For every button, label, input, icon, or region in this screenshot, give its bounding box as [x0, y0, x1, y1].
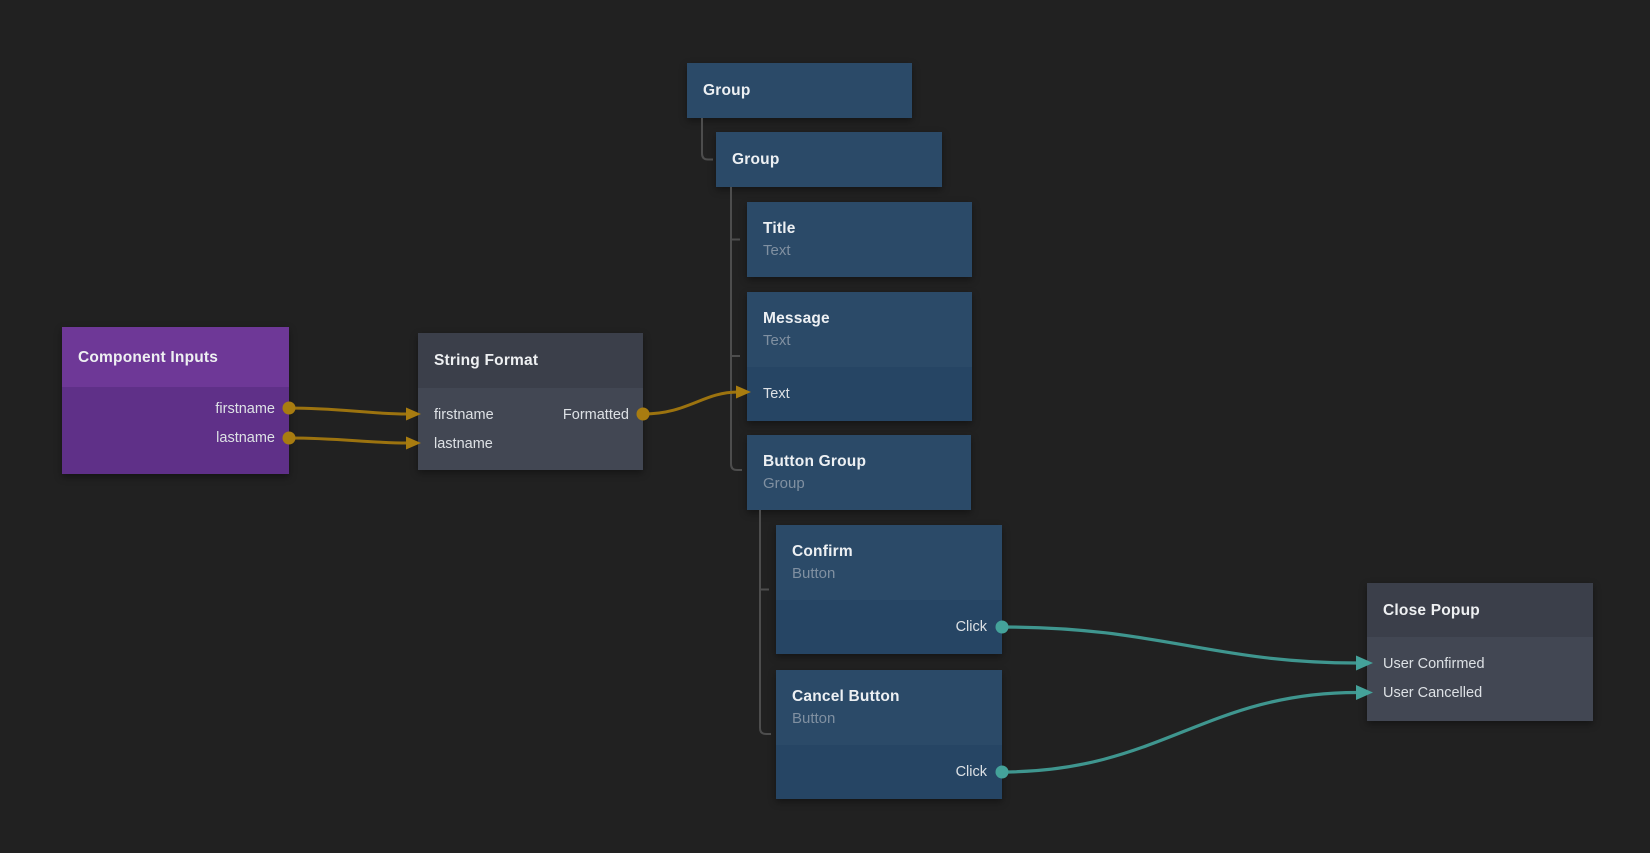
- tree-line-group1-group2: [701, 118, 713, 161]
- node-title: Button Group: [763, 453, 867, 470]
- output-port-click[interactable]: Click: [776, 745, 1002, 799]
- node-confirm-button[interactable]: Confirm Button Click: [776, 525, 1002, 654]
- input-port-user-confirmed[interactable]: User Confirmed: [1367, 649, 1593, 678]
- node-subtitle: Text: [763, 332, 791, 349]
- node-subtitle: Text: [763, 242, 791, 259]
- port-label: User Cancelled: [1383, 684, 1483, 701]
- node-title: Confirm: [792, 543, 853, 560]
- node-button-group[interactable]: Button Group Group: [747, 435, 971, 510]
- output-port-click[interactable]: Click: [776, 600, 1002, 654]
- port-label: User Confirmed: [1383, 655, 1485, 672]
- node-title: Group: [732, 151, 780, 168]
- node-title-text[interactable]: Title Text: [747, 202, 972, 277]
- node-title: String Format: [434, 352, 539, 369]
- wire-formatted-text[interactable]: [642, 390, 739, 416]
- node-cancel-button[interactable]: Cancel Button Button Click: [776, 670, 1002, 799]
- output-port-formatted[interactable]: Formatted: [562, 406, 629, 423]
- node-title: Close Popup: [1383, 601, 1480, 619]
- input-port-lastname[interactable]: lastname: [434, 435, 493, 452]
- input-port-user-cancelled[interactable]: User Cancelled: [1367, 678, 1593, 707]
- wire-cancel-click[interactable]: [1001, 690, 1358, 774]
- node-subtitle: Button: [792, 565, 836, 582]
- input-port-firstname[interactable]: firstname: [434, 406, 494, 423]
- node-title: Component Inputs: [78, 348, 219, 366]
- node-title: Group: [703, 82, 751, 99]
- output-port-lastname[interactable]: lastname: [62, 423, 289, 452]
- wire-firstname[interactable]: [288, 406, 408, 416]
- port-label: Text: [763, 386, 790, 402]
- node-group-1[interactable]: Group: [687, 63, 912, 118]
- port-label: lastname: [216, 429, 275, 446]
- node-title: Message: [763, 310, 830, 327]
- node-group-2[interactable]: Group: [716, 132, 942, 187]
- node-subtitle: Group: [763, 475, 805, 492]
- input-port-text[interactable]: Text: [747, 367, 972, 421]
- tree-line-buttongroup-children: [759, 510, 771, 735]
- wire-lastname[interactable]: [288, 436, 408, 445]
- node-title: Title: [763, 220, 796, 237]
- tree-line-group2-children: [730, 187, 742, 471]
- port-label: firstname: [215, 400, 275, 417]
- node-string-format[interactable]: String Format firstname Formatted lastna…: [418, 333, 643, 470]
- node-title: Cancel Button: [792, 688, 900, 705]
- port-label: Click: [955, 764, 987, 780]
- node-close-popup[interactable]: Close Popup User Confirmed User Cancelle…: [1367, 583, 1593, 721]
- wire-confirm-click[interactable]: [1001, 625, 1358, 665]
- node-message-text[interactable]: Message Text Text: [747, 292, 972, 421]
- node-subtitle: Button: [792, 710, 836, 727]
- port-label: Click: [955, 619, 987, 635]
- output-port-firstname[interactable]: firstname: [62, 394, 289, 423]
- node-component-inputs[interactable]: Component Inputs firstname lastname: [62, 327, 289, 474]
